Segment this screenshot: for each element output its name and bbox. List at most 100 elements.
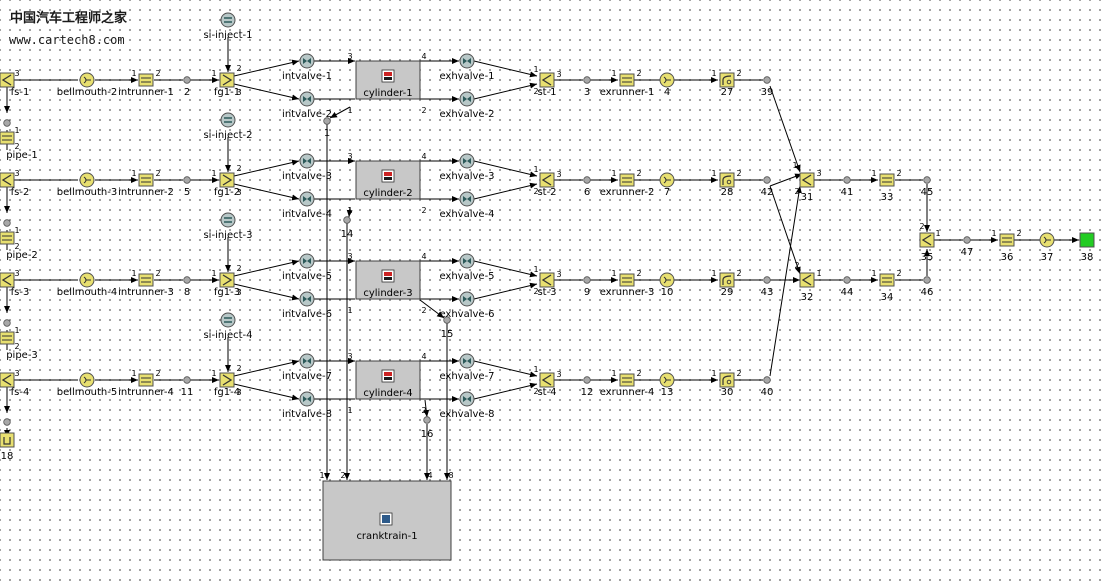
intake-runner-ir1[interactable]: [138, 73, 154, 87]
valve-iv1[interactable]: [299, 53, 315, 69]
orifice-n13[interactable]: [659, 372, 675, 388]
cylinder-cyl1[interactable]: [355, 60, 421, 100]
bellmouth-bm4[interactable]: [79, 272, 95, 288]
bellmouth-bm2[interactable]: [79, 72, 95, 88]
valve-iv5[interactable]: [299, 253, 315, 269]
node-n3[interactable]: [583, 76, 591, 84]
node-label-37: 37: [1041, 252, 1054, 263]
flowsplit-st2[interactable]: [539, 172, 555, 188]
node-null[interactable]: [3, 418, 11, 426]
injector-si4[interactable]: [220, 312, 236, 328]
node-n40[interactable]: [763, 376, 771, 384]
pipe-34[interactable]: [879, 273, 895, 287]
injector-si1[interactable]: [220, 12, 236, 28]
node-n16[interactable]: [423, 416, 431, 424]
flowsplit-fs2[interactable]: [0, 172, 15, 188]
orifice-n10[interactable]: [659, 272, 675, 288]
intake-runner-ir4[interactable]: [138, 373, 154, 387]
exhaust-runner-er4[interactable]: [619, 373, 635, 387]
node-n11[interactable]: [183, 376, 191, 384]
valve-iv2[interactable]: [299, 91, 315, 107]
exhaust-runner-er3[interactable]: [619, 273, 635, 287]
injector-si3[interactable]: [220, 212, 236, 228]
node-label-n1: 1: [324, 128, 330, 139]
flowsplit-fg2[interactable]: [219, 172, 235, 188]
pipe-33[interactable]: [879, 173, 895, 187]
port-number: 1: [611, 369, 616, 378]
node-n15[interactable]: [443, 316, 451, 324]
intake-runner-ir3[interactable]: [138, 273, 154, 287]
valve-ev7[interactable]: [459, 353, 475, 369]
exhaust-runner-er2[interactable]: [619, 173, 635, 187]
cylinder-cyl3[interactable]: [355, 260, 421, 300]
cylinder-cyl2[interactable]: [355, 160, 421, 200]
node-n44[interactable]: [843, 276, 851, 284]
flowsplit-fg1[interactable]: [219, 72, 235, 88]
bend-n29[interactable]: [719, 272, 735, 288]
flowsplit-fs3[interactable]: [0, 272, 15, 288]
orifice-n7[interactable]: [659, 172, 675, 188]
pipe-pipe2[interactable]: [0, 231, 15, 245]
flowsplit-st1[interactable]: [539, 72, 555, 88]
node-n39[interactable]: [763, 76, 771, 84]
injector-si2[interactable]: [220, 112, 236, 128]
flowsplit-fg3[interactable]: [219, 272, 235, 288]
bend-n30[interactable]: [719, 372, 735, 388]
node-n8[interactable]: [183, 276, 191, 284]
pipe-pipe1[interactable]: [0, 131, 15, 145]
node-n47[interactable]: [963, 236, 971, 244]
pipe-36[interactable]: [999, 233, 1015, 247]
exhaust-runner-er1[interactable]: [619, 73, 635, 87]
node-n12[interactable]: [583, 376, 591, 384]
valve-ev2[interactable]: [459, 91, 475, 107]
endcap-18[interactable]: [0, 432, 15, 448]
flowsplit-st4[interactable]: [539, 372, 555, 388]
valve-ev3[interactable]: [459, 153, 475, 169]
runner-label: intrunner-3: [118, 287, 174, 298]
cranktrain-block[interactable]: [322, 480, 452, 561]
flowsplit-fs4[interactable]: [0, 372, 15, 388]
node-n41[interactable]: [843, 176, 851, 184]
bellmouth-37[interactable]: [1039, 232, 1055, 248]
node-n42[interactable]: [763, 176, 771, 184]
cylinder-cyl4[interactable]: [355, 360, 421, 400]
node-null[interactable]: [3, 119, 11, 127]
valve-ev4[interactable]: [459, 191, 475, 207]
valve-iv7[interactable]: [299, 353, 315, 369]
flowsplit-fg4[interactable]: [219, 372, 235, 388]
node-n9[interactable]: [583, 276, 591, 284]
flowsplit-35[interactable]: [919, 232, 935, 248]
valve-ev1[interactable]: [459, 53, 475, 69]
node-n14[interactable]: [343, 216, 351, 224]
port-number: 2: [736, 369, 741, 378]
flowsplit-label: fg1-4: [214, 387, 240, 398]
valve-ev8[interactable]: [459, 391, 475, 407]
flowsplit-st3[interactable]: [539, 272, 555, 288]
node-n2[interactable]: [183, 76, 191, 84]
node-n46[interactable]: [923, 276, 931, 284]
valve-iv3[interactable]: [299, 153, 315, 169]
valve-ev5[interactable]: [459, 253, 475, 269]
flowsplit-fs1[interactable]: [0, 72, 15, 88]
flowsplit-32[interactable]: [799, 272, 815, 288]
node-n6[interactable]: [583, 176, 591, 184]
node-null[interactable]: [3, 319, 11, 327]
node-n45[interactable]: [923, 176, 931, 184]
bend-n27[interactable]: [719, 72, 735, 88]
flowsplit-31[interactable]: [799, 172, 815, 188]
bend-n28[interactable]: [719, 172, 735, 188]
node-n43[interactable]: [763, 276, 771, 284]
orifice-n4[interactable]: [659, 72, 675, 88]
pipe-pipe3[interactable]: [0, 331, 15, 345]
intake-runner-ir2[interactable]: [138, 173, 154, 187]
valve-ev6[interactable]: [459, 291, 475, 307]
node-null[interactable]: [3, 219, 11, 227]
valve-iv8[interactable]: [299, 391, 315, 407]
bellmouth-bm3[interactable]: [79, 172, 95, 188]
node-n1[interactable]: [323, 117, 331, 125]
valve-iv6[interactable]: [299, 291, 315, 307]
bellmouth-bm5[interactable]: [79, 372, 95, 388]
node-n5[interactable]: [183, 176, 191, 184]
ambient-end-38[interactable]: [1079, 232, 1095, 248]
valve-iv4[interactable]: [299, 191, 315, 207]
